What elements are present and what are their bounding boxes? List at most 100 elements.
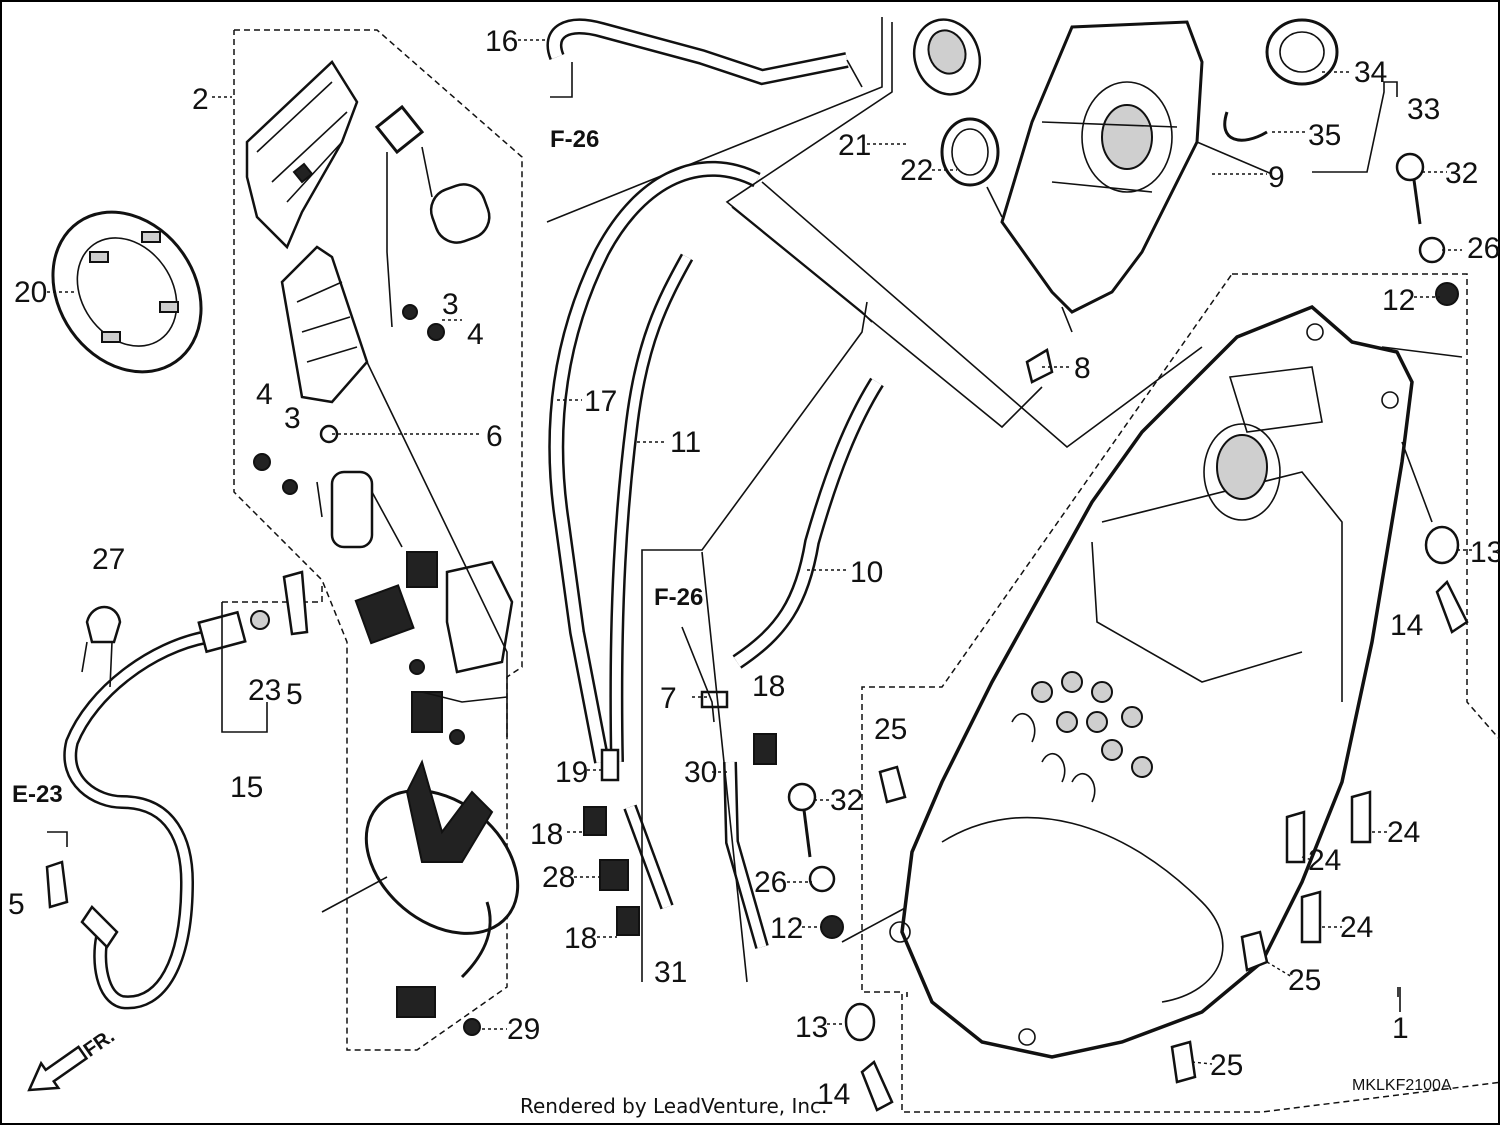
ref-e23: E-23 [12,781,63,808]
part-2-cover [245,60,359,250]
callout-5-upper: 5 [286,678,303,711]
pump-base-plate [364,759,520,1036]
callout-11: 11 [670,426,701,459]
hose-16 [546,18,863,88]
part-3-clip-lower [282,479,298,495]
callout-26-mid: 26 [754,866,787,899]
hose-17 [548,160,761,764]
callout-32-top: 32 [1445,157,1478,190]
part-26-washer-top [1418,236,1446,264]
callout-3-lower: 3 [284,402,301,435]
part-12-nut-top [1435,282,1459,306]
part-27-clamp [81,605,122,688]
part-7-stem [681,626,715,723]
callout-9: 9 [1268,161,1285,194]
callout-16: 16 [485,25,518,58]
part-28-clip [599,859,629,891]
callout-19: 19 [555,756,588,789]
hose-bracket-15-box [222,582,323,603]
pump-housing [280,245,369,404]
callout-24-c: 24 [1340,911,1373,944]
part-18-clip-a [583,806,607,836]
pump-filter-parts [354,551,514,745]
part-13-grommet-lower [844,1002,876,1042]
part-1-fuel-tank [889,304,1414,1059]
part-22-cap-ring [940,117,1000,187]
part-32-bolt-mid [787,782,817,858]
callout-3-upper: 3 [442,288,459,321]
part-7-tee [700,690,729,709]
part-3-clip-upper [402,304,418,320]
callout-numbers: 1 2 3 3 4 4 5 5 6 7 8 9 10 11 12 12 13 1… [8,25,1500,1111]
callout-12-mid: 12 [770,912,803,945]
part-14-collar-upper [1435,579,1469,634]
callout-25-b: 25 [1288,964,1321,997]
footer-credit: Rendered by LeadVenture, Inc. [520,1094,828,1118]
part-4-screw-lower [253,453,271,471]
callout-18-a: 18 [752,670,785,703]
callout-18-b: 18 [530,818,563,851]
callout-25-a: 25 [874,713,907,746]
part-34-band [1265,18,1339,86]
callout-8: 8 [1074,352,1091,385]
part-5-grommet-lower [45,860,69,909]
f26-arrow-top [550,62,573,98]
callout-1: 1 [1392,1012,1409,1045]
leader-f26-line [701,551,748,983]
callout-28: 28 [542,861,575,894]
leader-12-mid [841,906,908,943]
callout-13-lower: 13 [795,1011,828,1044]
front-direction-arrow: FR. [27,1025,119,1092]
fuel-pump-motor [316,470,403,549]
callout-10: 10 [850,556,883,589]
pump-group-box [233,29,523,1051]
bracket-33 [1312,81,1398,173]
part-18-clip-c [753,733,777,765]
callout-24-b: 24 [1308,844,1341,877]
callout-21: 21 [838,129,871,162]
callout-32-mid: 32 [830,784,863,817]
part-25-clip-c [1170,1040,1197,1084]
callout-14-upper: 14 [1390,609,1423,642]
tank-group-box [861,273,1500,1113]
part-6-oring [319,424,339,444]
callout-12-top: 12 [1382,284,1415,317]
callout-29: 29 [507,1013,540,1046]
e23-arrow [47,831,68,847]
part-12-nut-mid [820,915,844,939]
part-20-gasket [51,210,203,374]
hose-10 [732,377,884,669]
hose-30 [723,761,769,949]
callout-15: 15 [230,771,263,804]
callout-4-upper: 4 [467,318,484,351]
callout-22: 22 [900,154,933,187]
callout-33: 33 [1407,93,1440,126]
part-35-drain-tube [1223,111,1268,142]
callout-7: 7 [660,682,677,715]
part-23-clip [250,610,270,630]
callout-17: 17 [584,385,617,418]
diagram-code: MKLKF2100A [1352,1077,1452,1094]
part-19-joint [600,748,620,782]
part-26-washer-mid [808,865,836,893]
part-25-clip-a [878,765,907,804]
callout-13-upper: 13 [1470,536,1500,569]
part-4-screw-upper [427,323,445,341]
hose-31 [623,804,674,910]
assembly-lines [221,17,1463,997]
callout-18-c: 18 [564,922,597,955]
hose-11 [609,253,694,763]
part-9-filler-cover [1000,20,1204,314]
callout-24-a: 24 [1387,816,1420,849]
callout-31: 31 [654,956,687,989]
callout-leaders [47,39,1472,1065]
ref-f26-mid: F-26 [654,584,703,611]
callout-20: 20 [14,276,47,309]
callout-14-lower: 14 [817,1078,850,1111]
part-5-grommet-upper [282,570,309,636]
part-18-clip-b [616,906,640,936]
callout-5-lower: 5 [8,888,25,921]
callout-27: 27 [92,543,125,576]
callout-34: 34 [1354,56,1387,89]
